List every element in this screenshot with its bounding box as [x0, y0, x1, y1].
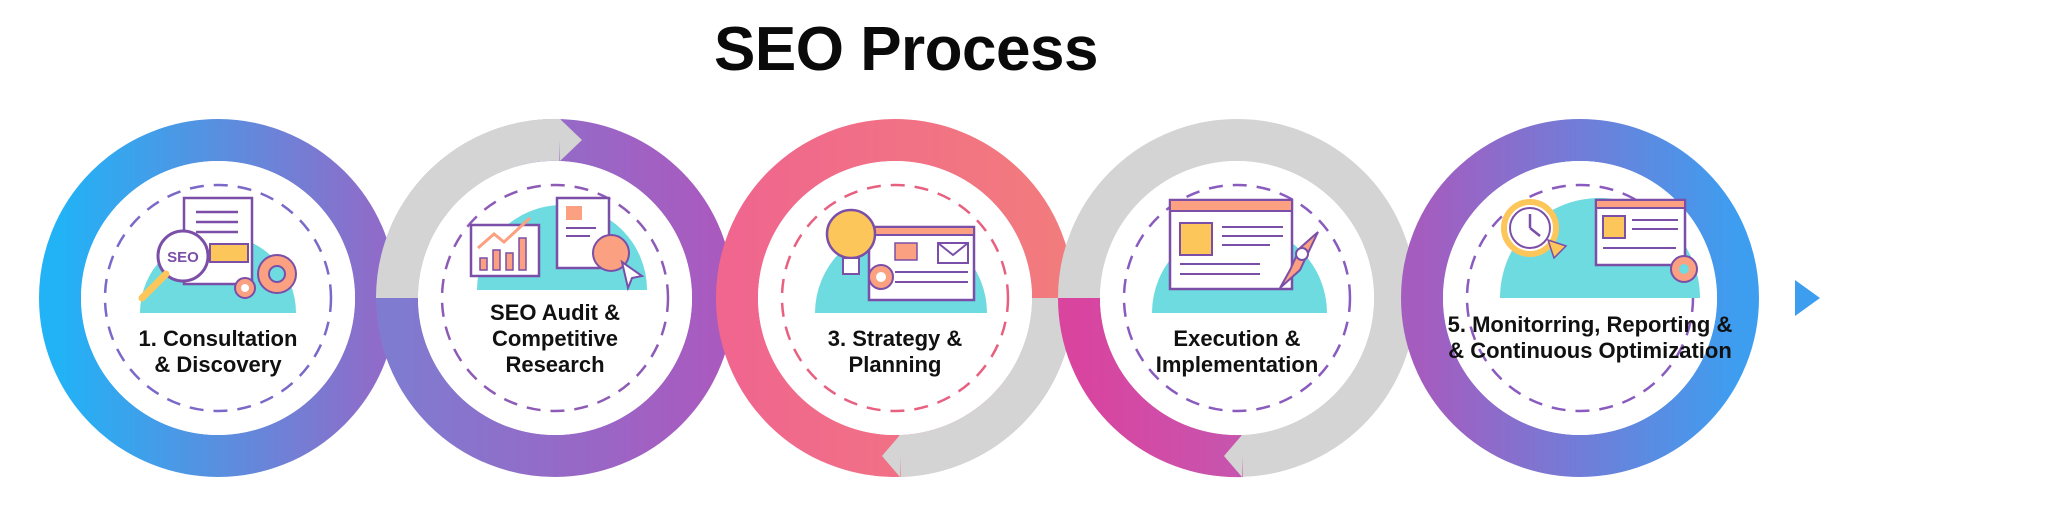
step-3-label: 3. Strategy & Planning — [827, 326, 963, 377]
step-2-label: SEO Audit & Competitive Research — [490, 300, 620, 377]
clock-webpage-gear-icon — [1500, 198, 1700, 298]
seo-magnifier-document-gears-icon: SEO — [138, 196, 297, 313]
webpage-rocket-icon — [1152, 198, 1327, 313]
lightbulb-webpage-gear-icon — [815, 208, 987, 313]
svg-text:SEO: SEO — [167, 249, 199, 266]
step-4-ring — [1058, 119, 1416, 478]
step-5-ring — [1401, 119, 1820, 477]
step-4-label: Execution & Implementation — [1155, 326, 1319, 377]
step-5-label: 5. Monitorring, Reporting & & Continuous… — [1447, 312, 1733, 363]
chart-document-globe-icon — [469, 196, 647, 292]
arrow-right-icon — [1795, 280, 1820, 316]
page-title: SEO Process — [714, 15, 1098, 84]
step-2-ring — [376, 118, 734, 477]
step-1-label: 1. Consultation & Discovery — [138, 326, 298, 377]
step-3-ring — [716, 119, 1074, 477]
